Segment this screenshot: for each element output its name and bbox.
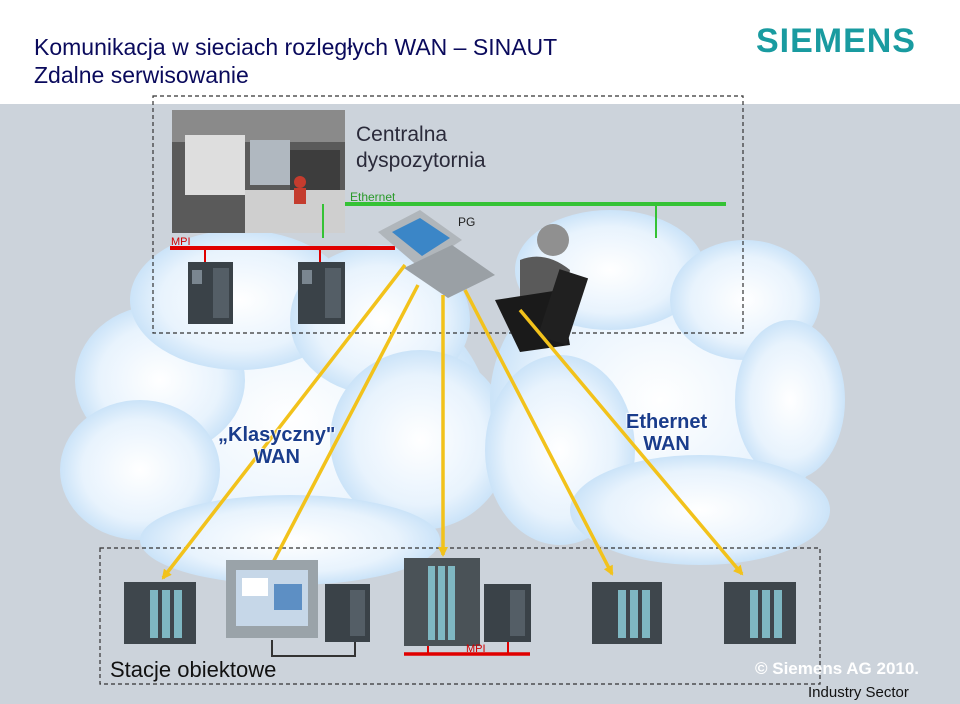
link-station-5: [518, 308, 744, 576]
title-line-2: Zdalne serwisowanie: [34, 62, 249, 88]
station-plc-1: [124, 582, 196, 644]
station-plc-3: [404, 558, 480, 646]
link-station-2: [266, 284, 420, 574]
industry-sector-text: Industry Sector: [808, 684, 909, 701]
mpi-label-top: MPI: [171, 236, 191, 248]
station-plc-4: [484, 584, 531, 642]
siemens-logo: SIEMENS: [755, 22, 916, 60]
pg-label: PG: [458, 215, 476, 229]
link-station-4: [463, 289, 614, 576]
hmi-cable: [271, 640, 356, 657]
control-room-photo: [172, 110, 345, 233]
ethernet-wan-label: Ethernet WAN: [626, 411, 708, 455]
link-station-1: [161, 263, 407, 580]
pg-laptop-icon: [378, 210, 495, 298]
control-room-title: Centralna dyspozytornia: [356, 123, 486, 172]
ethernet-wan-cloud: [485, 210, 845, 565]
header-bar: Komunikacja w sieciach rozległych WAN – …: [0, 0, 960, 104]
page-title: Komunikacja w sieciach rozległych WAN – …: [34, 33, 557, 89]
plc-control-1: [188, 262, 233, 324]
plc-control-2: [298, 262, 345, 324]
hmi-panel: [226, 560, 318, 638]
field-stations-boundary: [99, 547, 821, 685]
mpi-label-bottom: MPI: [466, 643, 486, 655]
stations-label: Stacje obiektowe: [110, 657, 277, 682]
copyright-text: © Siemens AG 2010.: [755, 659, 920, 678]
station-plc-2: [325, 584, 370, 642]
operator-figure: [495, 224, 589, 352]
classic-wan-label: „Klasyczny" WAN: [218, 424, 336, 468]
classic-wan-cloud: [60, 230, 510, 585]
title-line-1: Komunikacja w sieciach rozległych WAN – …: [34, 34, 558, 60]
ethernet-label: Ethernet: [350, 190, 396, 204]
station-plc-5: [592, 582, 662, 644]
station-plc-6: [724, 582, 796, 644]
remote-links: [161, 263, 744, 580]
control-room-boundary: [152, 95, 744, 334]
